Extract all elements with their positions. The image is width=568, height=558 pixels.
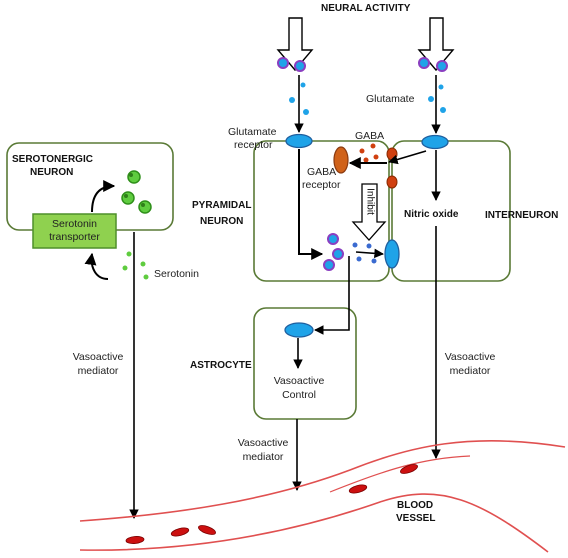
serotonin-label: Serotonin — [154, 268, 199, 280]
blood-vessel-label-2: VESSEL — [396, 513, 436, 524]
gaba-receptor-label-1: GABA — [307, 166, 337, 178]
serotonin-transporter-label-2: transporter — [49, 231, 100, 243]
gaba-label: GABA — [355, 130, 385, 142]
pyramidal-neuron-label-2: NEURON — [200, 216, 244, 227]
hollow-arrow-icon — [276, 17, 314, 72]
glutamate-receptor-label-2: receptor — [234, 139, 273, 151]
interneuron-label: INTERNEURON — [485, 210, 559, 221]
nitric-oxide-label: Nitric oxide — [404, 209, 459, 220]
blood-vessel-inner-wall — [329, 455, 471, 493]
glutamate-release-dots — [352, 242, 377, 264]
pyramidal-neuron-label-1: PYRAMIDAL — [192, 200, 252, 211]
vasoactive-mediator-mid-label-1: Vasoactive — [237, 437, 289, 449]
hollow-arrow-icon — [417, 17, 455, 72]
blood-vessel-upper-wall — [79, 440, 566, 522]
receptor-astrocyte — [284, 322, 314, 338]
glutamate-label: Glutamate — [366, 93, 415, 105]
gaba-receptor-label-2: receptor — [302, 179, 341, 191]
arrow-pyramidal-down — [298, 149, 324, 260]
serotonergic-neuron-label-2: NEURON — [30, 167, 74, 178]
vasoactive-mediator-right-label-1: Vasoactive — [444, 351, 496, 363]
serotonin-transporter-label-1: Serotonin — [52, 218, 97, 230]
vasoactive-mediator-left-label-2: mediator — [77, 365, 119, 377]
vasoactive-control-label-1: Vasoactive — [273, 375, 325, 387]
pyramidal-neuron-box — [253, 140, 390, 282]
serotonin-transporter-box — [32, 213, 117, 249]
gaba-receptor-icon — [333, 146, 349, 174]
serotonin-vesicles — [121, 170, 152, 214]
serotonergic-neuron-label-1: SEROTONERGIC — [12, 154, 93, 165]
blood-vessel-label-1: BLOOD — [397, 500, 434, 511]
receptor-pyramidal-right — [384, 239, 400, 269]
curved-arrow-up — [91, 180, 116, 213]
astrocyte-label: ASTROCYTE — [190, 360, 252, 371]
curved-arrow-down — [84, 252, 109, 280]
astrocyte-box — [253, 307, 357, 420]
glutamate-receptor-label-1: Glutamate — [228, 126, 277, 138]
interneuron-box — [391, 140, 511, 282]
inhibit-arrow-icon — [351, 183, 387, 241]
serotonin-dots — [122, 251, 149, 280]
vesicle-icon — [323, 233, 344, 271]
vasoactive-control-label-2: Control — [282, 389, 316, 401]
arrow-to-gaba — [388, 150, 427, 165]
vasoactive-mediator-left-label-1: Vasoactive — [72, 351, 124, 363]
vasoactive-mediator-right-label-2: mediator — [449, 365, 491, 377]
inhibit-label: Inhibit — [364, 188, 376, 215]
red-blood-cell-icon — [125, 464, 418, 544]
neural-activity-label: NEURAL ACTIVITY — [321, 3, 411, 14]
glutamate-receptor-pyramidal — [285, 133, 313, 149]
arrow-to-right-receptor — [355, 248, 384, 259]
vesicle-icon — [277, 57, 448, 72]
glutamate-dots — [289, 82, 446, 115]
arrow-to-astrocyte — [314, 256, 350, 335]
vasoactive-mediator-mid-label-2: mediator — [242, 451, 284, 463]
blood-vessel-lower-wall — [79, 493, 549, 553]
glutamate-receptor-interneuron — [421, 134, 449, 150]
